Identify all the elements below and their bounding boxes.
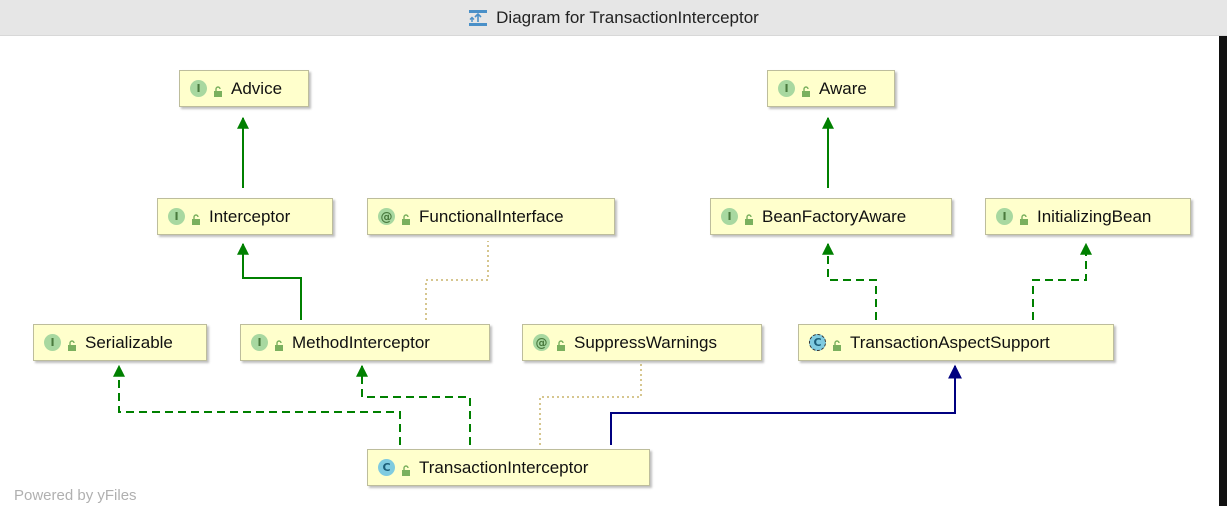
powered-by-label: Powered by yFiles: [14, 487, 137, 504]
interface-icon: I: [168, 208, 185, 225]
lock-icon: [744, 211, 754, 225]
node-transaction-interceptor[interactable]: C TransactionInterceptor: [367, 449, 650, 486]
node-label: TransactionAspectSupport: [850, 332, 1050, 352]
lock-icon: [556, 337, 566, 351]
node-label: Serializable: [85, 332, 173, 352]
node-initializing-bean[interactable]: I InitializingBean: [985, 198, 1191, 235]
lock-icon: [401, 211, 411, 225]
interface-icon: I: [190, 80, 207, 97]
interface-icon: I: [996, 208, 1013, 225]
lock-icon: [67, 337, 77, 351]
node-functional-interface[interactable]: @ FunctionalInterface: [367, 198, 615, 235]
right-edge-bar: [1219, 36, 1227, 506]
edge-ti-serializable: [113, 364, 401, 445]
lock-icon: [832, 337, 842, 351]
node-advice[interactable]: I Advice: [179, 70, 309, 107]
edge-ti-transactionaspectsupport: [610, 364, 962, 445]
edges-layer: [113, 116, 1092, 445]
edge-tas-beanfactoryaware: [822, 242, 877, 320]
node-suppress-warnings[interactable]: @ SuppressWarnings: [522, 324, 762, 361]
node-aware[interactable]: I Aware: [767, 70, 895, 107]
node-label: TransactionInterceptor: [419, 457, 589, 477]
edge-methodinterceptor-interceptor: [237, 242, 302, 320]
edge-tas-initializingbean: [1032, 242, 1092, 320]
diagram-icon: [468, 9, 488, 27]
interface-icon: I: [778, 80, 795, 97]
edge-ti-methodinterceptor: [356, 364, 471, 445]
lock-icon: [213, 83, 223, 97]
title-wrap: Diagram for TransactionInterceptor: [0, 0, 1227, 35]
node-transaction-aspect-support[interactable]: C TransactionAspectSupport: [798, 324, 1114, 361]
interface-icon: I: [44, 334, 61, 351]
node-label: MethodInterceptor: [292, 332, 430, 352]
node-interceptor[interactable]: I Interceptor: [157, 198, 333, 235]
node-label: Aware: [819, 78, 867, 98]
node-label: Advice: [231, 78, 283, 98]
lock-icon: [191, 211, 201, 225]
node-serializable[interactable]: I Serializable: [33, 324, 207, 361]
node-label: SuppressWarnings: [574, 332, 717, 352]
node-label: BeanFactoryAware: [762, 206, 907, 226]
lock-icon: [1019, 211, 1029, 225]
node-method-interceptor[interactable]: I MethodInterceptor: [240, 324, 490, 361]
edge-methodinterceptor-functionalinterface: [425, 241, 489, 320]
title-bar: Diagram for TransactionInterceptor: [0, 0, 1227, 36]
interface-icon: I: [721, 208, 738, 225]
annotation-icon: @: [533, 334, 550, 351]
node-bean-factory-aware[interactable]: I BeanFactoryAware: [710, 198, 952, 235]
window-title: Diagram for TransactionInterceptor: [496, 7, 759, 27]
annotation-icon: @: [378, 208, 395, 225]
abstract-class-icon: C: [809, 334, 826, 351]
node-label: InitializingBean: [1037, 206, 1152, 226]
interface-icon: I: [251, 334, 268, 351]
lock-icon: [801, 83, 811, 97]
class-icon: C: [378, 459, 395, 476]
lock-icon: [274, 337, 284, 351]
node-label: FunctionalInterface: [419, 206, 564, 226]
lock-icon: [401, 462, 411, 476]
node-label: Interceptor: [209, 206, 291, 226]
edge-ti-suppresswarnings: [539, 363, 642, 445]
diagram-canvas[interactable]: I Advice I Aware I Interceptor @ Functio…: [0, 36, 1227, 506]
